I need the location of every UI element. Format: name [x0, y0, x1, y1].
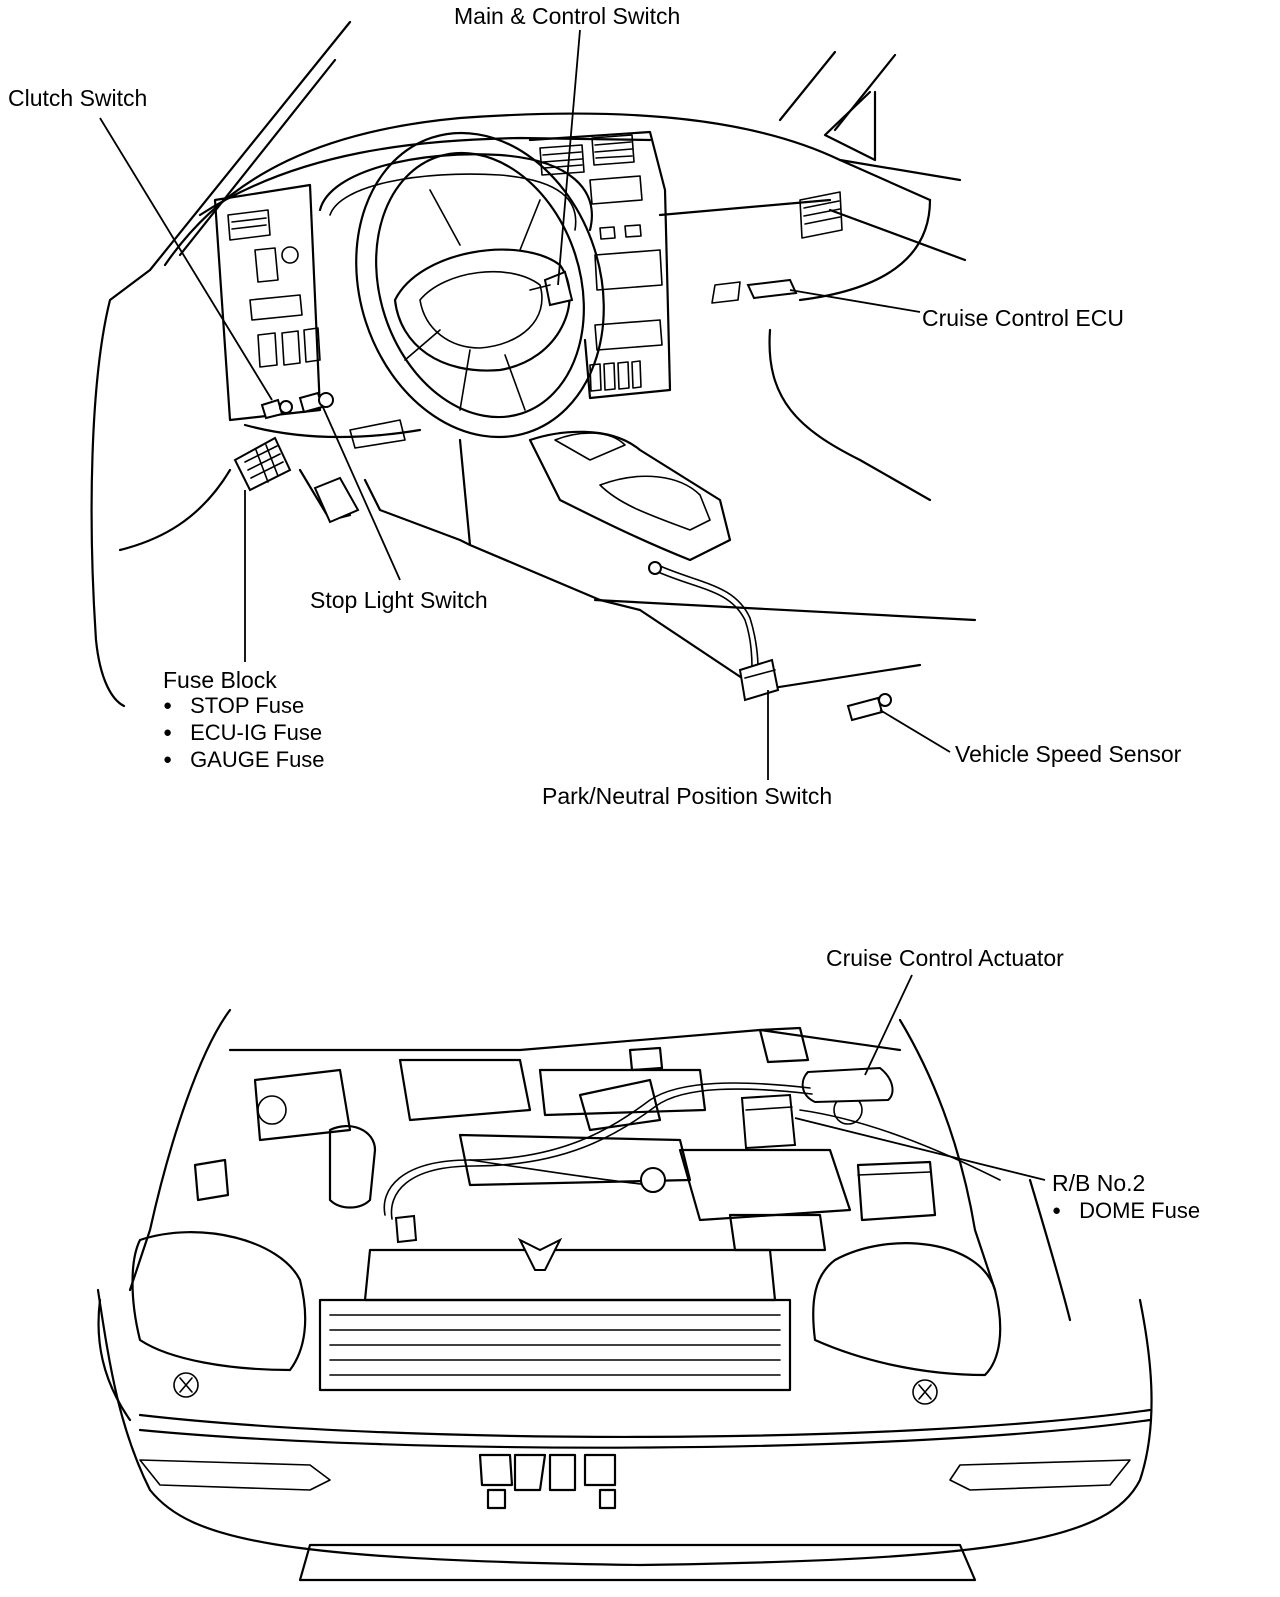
cruise-control-actuator-label: Cruise Control Actuator: [826, 945, 1064, 971]
relay-block-label: R/B No.2: [1052, 1170, 1146, 1196]
fuse-block-item-ecu-ig: ECU-IG Fuse: [163, 720, 322, 746]
fuse-block-label: Fuse Block: [163, 667, 277, 693]
engine-leader-lines: [794, 974, 1046, 1181]
fuse-block-item-stop: STOP Fuse: [163, 693, 304, 719]
vehicle-speed-sensor-label: Vehicle Speed Sensor: [955, 741, 1182, 767]
main-control-switch-label: Main & Control Switch: [454, 3, 681, 29]
dashboard-illustration: [90, 20, 977, 722]
stop-light-switch-label: Stop Light Switch: [310, 587, 488, 613]
interior-leader-lines: [99, 29, 951, 780]
park-neutral-switch-label: Park/Neutral Position Switch: [542, 783, 833, 809]
clutch-switch-label: Clutch Switch: [8, 85, 148, 111]
engine-bay-illustration: [96, 1008, 1153, 1582]
cruise-control-ecu-label: Cruise Control ECU: [922, 305, 1124, 331]
relay-block-item-dome: DOME Fuse: [1052, 1198, 1200, 1224]
fuse-block-item-gauge: GAUGE Fuse: [163, 747, 324, 773]
